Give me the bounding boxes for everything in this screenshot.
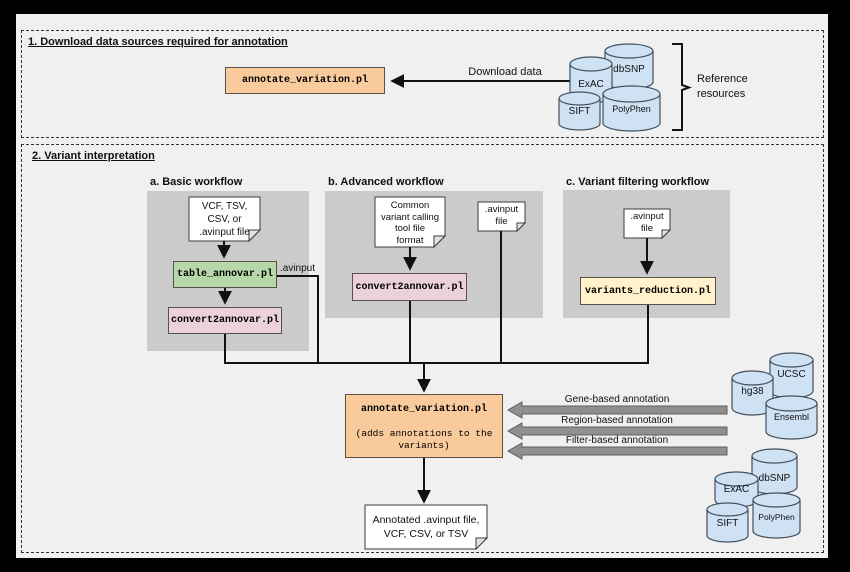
download-data-label: Download data — [468, 66, 542, 78]
section-2-interpretation-frame — [21, 144, 824, 553]
region-annotation-label: Region-based annotation — [561, 415, 673, 426]
db-cylinder-sift — [558, 91, 601, 131]
reference-resources-line2: resources — [697, 88, 746, 100]
central-box-subtitle-line1: (adds annotations to the — [355, 428, 493, 439]
region-annotation-block-arrow — [506, 422, 728, 440]
convert2annovar-basic-box: convert2annovar.pl — [168, 307, 282, 334]
gene-annotation-label: Gene-based annotation — [564, 394, 670, 405]
advanced-avinput-document-shape — [477, 201, 527, 233]
basic-workflow-header: a. Basic workflow — [150, 176, 243, 188]
db-cylinder-polyphen-2 — [752, 492, 801, 539]
annotate-variation-central-box: annotate_variation.pl (adds annotations … — [345, 394, 503, 458]
filter-databases-cluster — [706, 448, 801, 543]
gene-annotation-block-arrow — [506, 401, 728, 419]
line-avinput-elbow — [277, 275, 319, 364]
reference-resources-label: Reference resources — [697, 72, 748, 102]
reference-resources-bracket — [672, 43, 692, 131]
db-label-sift-2: SIFT — [716, 518, 739, 529]
gene-databases-cluster — [731, 352, 818, 440]
basic-input-document-text: VCF, TSV, CSV, or .avinput file — [187, 200, 262, 239]
filtering-avinput-document-shape — [623, 208, 672, 240]
filtering-avinput-document-text: .avinput file — [622, 211, 672, 234]
reference-databases-cluster — [558, 43, 661, 132]
advanced-avinput-line1: .avinput — [484, 204, 519, 215]
output-line2: VCF, CSV, or TSV — [383, 528, 469, 540]
basic-input-line3: .avinput file — [199, 227, 250, 238]
variants-reduction-box: variants_reduction.pl — [580, 277, 716, 305]
filter-annotation-label: Filter-based annotation — [565, 435, 669, 446]
output-document-shape — [364, 504, 489, 551]
output-document-text: Annotated .avinput file, VCF, CSV, or TS… — [361, 513, 491, 541]
db-label-exac-2: ExAC — [723, 484, 750, 495]
filter-annotation-block-arrow — [506, 442, 728, 460]
central-box-title: annotate_variation.pl — [360, 404, 488, 415]
advanced-input-document-shape — [374, 196, 447, 249]
basic-input-document-shape — [188, 196, 262, 243]
db-label-dbsnp: dbSNP — [613, 64, 645, 75]
basic-input-line1: VCF, TSV, — [201, 201, 248, 212]
advanced-input-line1: Common — [390, 200, 430, 211]
db-label-sift: SIFT — [568, 106, 591, 117]
filtering-avinput-line1: .avinput — [630, 211, 664, 222]
advanced-input-line3: tool file — [394, 223, 426, 234]
db-label-polyphen-2: PolyPhen — [758, 512, 795, 522]
advanced-input-line2: variant calling — [380, 211, 440, 223]
reference-resources-line1: Reference — [697, 73, 748, 85]
central-box-subtitle-line2: variants) — [398, 440, 450, 451]
db-label-ensembl: Ensembl — [773, 412, 809, 422]
db-cylinder-polyphen — [602, 85, 661, 132]
output-line1: Annotated .avinput file, — [372, 514, 480, 526]
advanced-input-document-text: Common variant calling tool file format — [373, 200, 447, 246]
db-label-dbsnp-2: dbSNP — [758, 473, 791, 484]
section-1-title: 1. Download data sources required for an… — [28, 36, 288, 48]
db-label-polyphen: PolyPhen — [612, 104, 651, 114]
advanced-workflow-header: b. Advanced workflow — [328, 176, 444, 188]
db-cylinder-ensembl — [765, 395, 818, 440]
basic-input-line2: CSV, or — [207, 214, 242, 225]
filtering-avinput-line2: file — [640, 222, 654, 234]
db-cylinder-sift-2 — [706, 502, 749, 543]
db-cylinder-hg38 — [731, 370, 774, 416]
filtering-workflow-header: c. Variant filtering workflow — [566, 176, 710, 188]
section-1-download-frame — [21, 30, 824, 138]
db-label-hg38: hg38 — [741, 386, 764, 397]
advanced-avinput-document-text: .avinput file — [476, 204, 527, 227]
db-label-exac: ExAC — [578, 79, 604, 90]
avinput-edge-label: .avinput — [280, 263, 316, 274]
annotate-variation-download-box: annotate_variation.pl — [225, 67, 385, 94]
convert2annovar-advanced-box: convert2annovar.pl — [352, 273, 467, 301]
advanced-input-line4: format — [396, 234, 424, 246]
advanced-avinput-line2: file — [495, 215, 508, 227]
db-cylinder-ucsc — [769, 352, 814, 399]
table-annovar-box: table_annovar.pl — [173, 261, 277, 288]
section-2-title: 2. Variant interpretation — [32, 150, 155, 162]
db-label-ucsc: UCSC — [777, 369, 806, 380]
